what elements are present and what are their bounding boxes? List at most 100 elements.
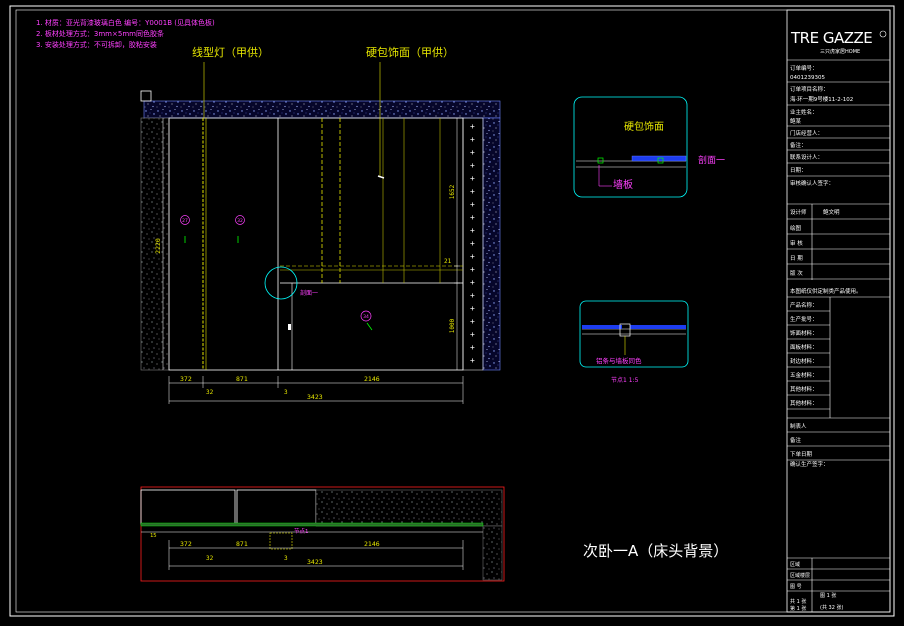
bottom-row-label: 备注 <box>790 436 802 444</box>
plus-marker: + <box>470 278 475 287</box>
designer-label: 设计师 <box>790 208 807 216</box>
product-note: 本图纸仅供定制类产品使用。 <box>790 287 862 295</box>
plus-marker: + <box>470 330 475 339</box>
plus-marker: + <box>470 187 475 196</box>
plus-column <box>462 117 484 371</box>
logo-main: TRE GAZZE <box>790 29 872 47</box>
section-circle <box>264 266 298 300</box>
footer-row-label: 区域 <box>790 561 800 568</box>
detail1-frame <box>573 96 688 198</box>
corner-square <box>140 90 152 102</box>
title-block-rows: 订单编号： 0401239305 订单项目名称： 海·环一期9号楼11-2-102 业主… <box>787 59 890 612</box>
detail2-panel <box>582 325 622 329</box>
remark-label: 备注： <box>790 141 807 149</box>
tag-label: 27 <box>182 218 188 224</box>
footer-page: (共 32 张) <box>820 604 843 611</box>
title-block-row-label: 版 次 <box>790 269 803 277</box>
plus-marker: + <box>470 252 475 261</box>
detail1-panel-label: 硬包饰面 <box>624 120 664 133</box>
plan-wall-band <box>315 489 503 527</box>
plus-marker: + <box>470 213 475 222</box>
date-label: 日期： <box>790 167 807 174</box>
plan-dim-sub1: 32 <box>206 555 214 562</box>
plan-wall-side <box>482 525 503 581</box>
dim-seg3: 2146 <box>364 375 380 383</box>
detail-section-2: 铝条与墙板同色 节点1 1:5 <box>579 300 689 384</box>
dim-height-total: 2220 <box>154 238 162 254</box>
note-line-2: 2. 板材处理方式：3mm×5mm同色胶条 <box>36 29 164 38</box>
plus-marker: + <box>470 148 475 157</box>
plan-cabinet <box>236 489 317 525</box>
product-row-label: 其他材料： <box>790 399 818 407</box>
product-row-label: 产品名称： <box>790 301 818 309</box>
plan-node-label: 节点1 <box>294 527 309 535</box>
owner-value: 鲍某 <box>790 117 802 125</box>
designer-contact-label: 联系设计人： <box>790 153 823 161</box>
project-no-value: 0401239305 <box>790 75 825 81</box>
footer-sheet: 图 1 张 <box>820 592 836 599</box>
detail1-bracket <box>657 157 664 164</box>
section-ref-label: 剖面一 <box>300 289 318 297</box>
bottom-row-label: 下单日期 <box>790 450 813 458</box>
project-name-label: 订单项目名称： <box>790 85 829 93</box>
product-row-label: 五金材料： <box>790 371 818 379</box>
plan-dim-seg2: 871 <box>236 540 248 548</box>
dim-right-upper: 1652 <box>449 184 456 199</box>
soft-panel-callout: 硬包饰面（甲供） <box>366 45 454 59</box>
bottom-row-label: 制表人 <box>790 422 807 430</box>
designer-value: 鲍文明 <box>823 208 840 216</box>
plus-marker: + <box>470 356 475 365</box>
tag-label: 34 <box>363 314 369 320</box>
plan-view: 节点1 15 372 871 2146 32 3 3423 <box>140 486 505 582</box>
footer-row-label: 图 号 <box>790 584 802 590</box>
sales-label: 门店经营人： <box>790 129 823 137</box>
plus-marker: + <box>470 265 475 274</box>
project-name-value: 海·环一期9号楼11-2-102 <box>790 95 853 103</box>
confirm-label: 审核确认人签字： <box>790 179 834 187</box>
plan-dim-seg3: 2146 <box>364 540 380 548</box>
plus-marker: + <box>470 226 475 235</box>
elevation-view: +++++++++++++++++++ 27 32 34 剖面一 线型灯（甲供） <box>140 45 501 404</box>
strip-light-callout: 线型灯（甲供） <box>192 45 269 59</box>
owner-label: 业主姓名： <box>790 108 818 116</box>
detail1-section-label: 剖面一 <box>698 154 725 166</box>
dim-right-lower: 1000 <box>449 318 456 333</box>
tag-circle <box>360 310 372 322</box>
detail2-caption: 铝条与墙板同色 <box>596 356 642 365</box>
detail2-frame <box>579 300 689 368</box>
note-line-1: 1. 材质：亚光背漆玻璃白色 编号：Y0001B (见具体色板) <box>36 18 215 27</box>
drawing-title: 次卧一A（床头背景） <box>583 542 728 560</box>
sheet-border-outer <box>9 5 895 617</box>
plus-marker: + <box>470 135 475 144</box>
tag-label: 32 <box>237 218 243 224</box>
plan-dim-left: 15 <box>150 533 157 539</box>
title-block-row-label: 日 期 <box>790 255 803 262</box>
title-block-row-label: 绘图 <box>790 224 802 232</box>
product-row-label: 面板材料： <box>790 343 818 351</box>
footer-row-label: 共 1 张 <box>790 598 806 605</box>
detail2-node-label: 节点1 1:5 <box>611 376 639 384</box>
detail1-panel <box>631 155 687 162</box>
product-row-label: 饰面材料： <box>790 329 818 337</box>
tag-arrow <box>366 322 373 331</box>
product-row-label: 封边材料： <box>790 357 818 365</box>
project-no-label: 订单编号： <box>790 64 818 72</box>
handle-mark <box>288 324 291 330</box>
plan-dim-seg1: 372 <box>180 540 192 548</box>
logo-sub: 三只虎家居HOME <box>820 48 860 55</box>
tag-circle <box>180 215 190 225</box>
plus-marker: + <box>470 304 475 313</box>
product-row-label: 生产批号： <box>790 315 818 323</box>
plus-marker: + <box>470 343 475 352</box>
plus-marker: + <box>470 317 475 326</box>
dim-seg1: 372 <box>180 375 192 383</box>
plan-dim-overall: 3423 <box>307 558 323 566</box>
plus-marker: + <box>470 200 475 209</box>
footer-row-label: 第 1 张 <box>790 605 806 612</box>
footer-row-label: 区域楼层 <box>790 572 810 579</box>
product-row-label: 其他材料： <box>790 385 818 393</box>
dim-seg2: 871 <box>236 375 248 383</box>
dim-overall: 3423 <box>307 393 323 401</box>
